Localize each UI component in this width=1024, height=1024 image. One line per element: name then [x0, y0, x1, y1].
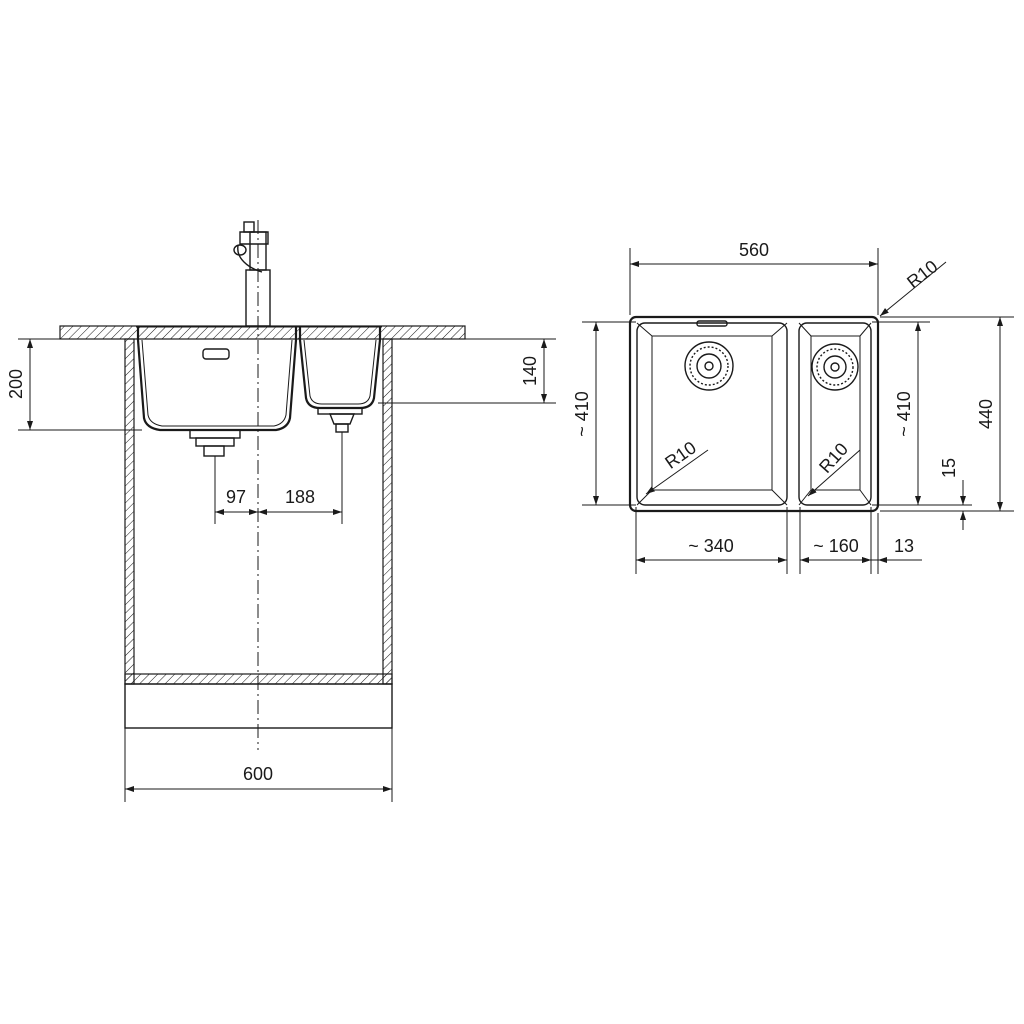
dim-600-label: 600 — [243, 764, 273, 784]
overflow-slot-icon — [696, 320, 728, 327]
dim-15: 15 — [930, 458, 972, 530]
dim-560: 560 — [629, 240, 879, 315]
dim-13-label: 13 — [894, 536, 914, 556]
main-bowl-plan — [636, 320, 788, 506]
dim-97-label: 97 — [226, 487, 246, 507]
dim-r10-outer-label: R10 — [903, 256, 941, 292]
dim-410-right-label: ~ 410 — [894, 391, 914, 437]
dim-r10-small: R10 — [807, 439, 861, 497]
main-strainer-icon — [684, 341, 734, 391]
top-plan-view: 560 R10 R10 R10 ~ 410 ~ 410 — [572, 240, 1014, 574]
dim-drain-offsets: 97 188 — [214, 432, 343, 524]
dim-13: 13 — [860, 513, 922, 574]
dim-r10-small-label: R10 — [815, 439, 852, 477]
dim-r10-main: R10 — [645, 437, 709, 495]
dim-410-left-label: ~ 410 — [572, 391, 592, 437]
overflow-icon — [202, 348, 230, 360]
dim-440: 440 — [880, 316, 1014, 512]
small-strainer-icon — [811, 343, 859, 391]
small-bowl-section — [298, 327, 382, 433]
dim-160-label: ~ 160 — [813, 536, 859, 556]
cabinet-left-wall — [124, 338, 135, 685]
dim-160: ~ 160 — [799, 507, 872, 574]
countertop — [59, 325, 466, 340]
faucet — [233, 221, 271, 327]
dim-440-label: 440 — [976, 399, 996, 429]
dim-15-label: 15 — [939, 458, 959, 478]
dim-560-label: 560 — [739, 240, 769, 260]
dim-188-label: 188 — [285, 487, 315, 507]
dim-340-label: ~ 340 — [688, 536, 734, 556]
dim-410-left: ~ 410 — [572, 321, 636, 506]
cabinet-right-wall — [382, 338, 393, 685]
dim-140: 140 — [378, 338, 556, 404]
main-drain-icon — [189, 429, 241, 439]
dim-200: 200 — [6, 338, 142, 431]
dim-140-label: 140 — [520, 356, 540, 386]
front-section-view: 200 140 97 188 600 — [6, 220, 556, 802]
dim-r10-main-label: R10 — [661, 437, 700, 472]
dim-200-label: 200 — [6, 369, 26, 399]
dim-r10-outer: R10 — [879, 256, 947, 317]
small-bowl-plan — [798, 322, 872, 506]
sink-outline — [628, 315, 880, 513]
dim-340: ~ 340 — [635, 507, 788, 574]
dim-600: 600 — [124, 728, 393, 802]
main-bowl-section — [136, 327, 298, 457]
dim-410-right: ~ 410 — [872, 321, 930, 506]
